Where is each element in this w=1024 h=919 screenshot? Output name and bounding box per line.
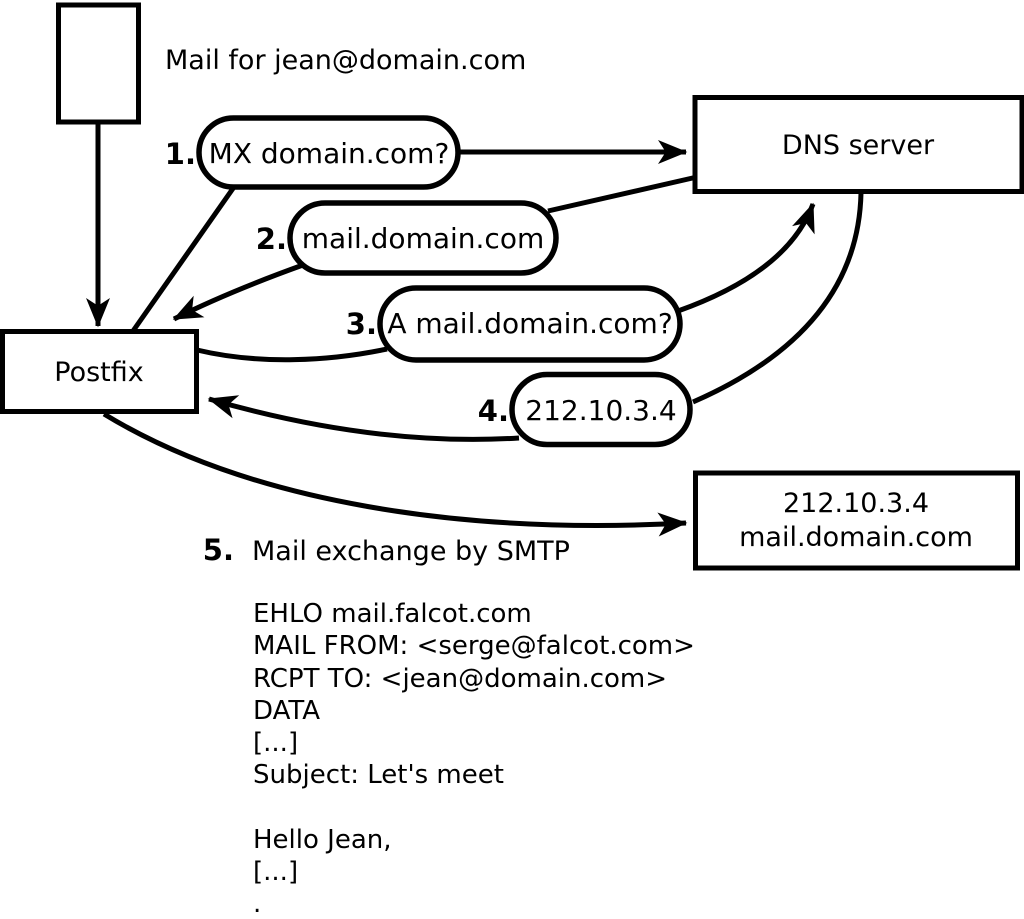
mailserver-host-label: mail.domain.com: [739, 522, 973, 553]
query3-pill: [377, 285, 683, 363]
answer2-pill: [287, 200, 559, 276]
arrow-query3-to-dns: [677, 202, 816, 314]
postfix-node: [0, 329, 199, 414]
dns-server-node: [692, 95, 1024, 194]
mail-message-node: [56, 2, 141, 125]
step4-number: 4.: [478, 394, 509, 428]
smtp-line: MAIL FROM: <serge@falcot.com>: [253, 631, 695, 661]
connector-dns-to-answer2: [547, 174, 698, 214]
query1-pill-label: MX domain.com?: [209, 137, 450, 170]
connector-postfix-to-query3: [196, 346, 388, 363]
smtp-line: EHLO mail.falcot.com: [253, 599, 532, 629]
dns-server-node-label: DNS server: [782, 130, 935, 161]
arrow-postfix-to-mailserver: [102, 411, 688, 537]
arrow-answer4-to-postfix: [207, 395, 520, 442]
postfix-node-label: Postfix: [54, 357, 143, 388]
query3-pill-label: A mail.domain.com?: [387, 307, 672, 340]
mailserver-node: [693, 470, 1020, 571]
connector-dns-to-answer4: [691, 192, 864, 405]
smtp-line: [...]: [253, 857, 298, 887]
smtp-line: DATA: [253, 696, 320, 726]
smtp-line: RCPT TO: <jean@domain.com>: [253, 664, 667, 694]
step5-label: Mail exchange by SMTP: [252, 536, 570, 567]
step2-number: 2.: [256, 222, 287, 256]
smtp-line: [...]: [253, 728, 298, 758]
mailserver-ip-label: 212.10.3.4: [783, 488, 929, 519]
smtp-session-transcript: EHLO mail.falcot.com MAIL FROM: <serge@f…: [253, 599, 695, 919]
smtp-line: .: [253, 889, 261, 919]
connector-postfix-to-query1: [130, 185, 237, 333]
query1-pill: [196, 115, 461, 190]
answer4-pill-label: 212.10.3.4: [525, 394, 676, 427]
smtp-line: Hello Jean,: [253, 825, 392, 855]
mail-note-label: Mail for jean@domain.com: [165, 45, 526, 76]
arrow-answer2-to-postfix: [172, 262, 304, 322]
answer2-pill-label: mail.domain.com: [302, 222, 544, 255]
step5-number: 5.: [203, 533, 234, 567]
smtp-line: Subject: Let's meet: [253, 760, 504, 790]
answer4-pill: [509, 371, 693, 448]
step3-number: 3.: [346, 307, 377, 341]
step1-number: 1.: [165, 137, 196, 171]
